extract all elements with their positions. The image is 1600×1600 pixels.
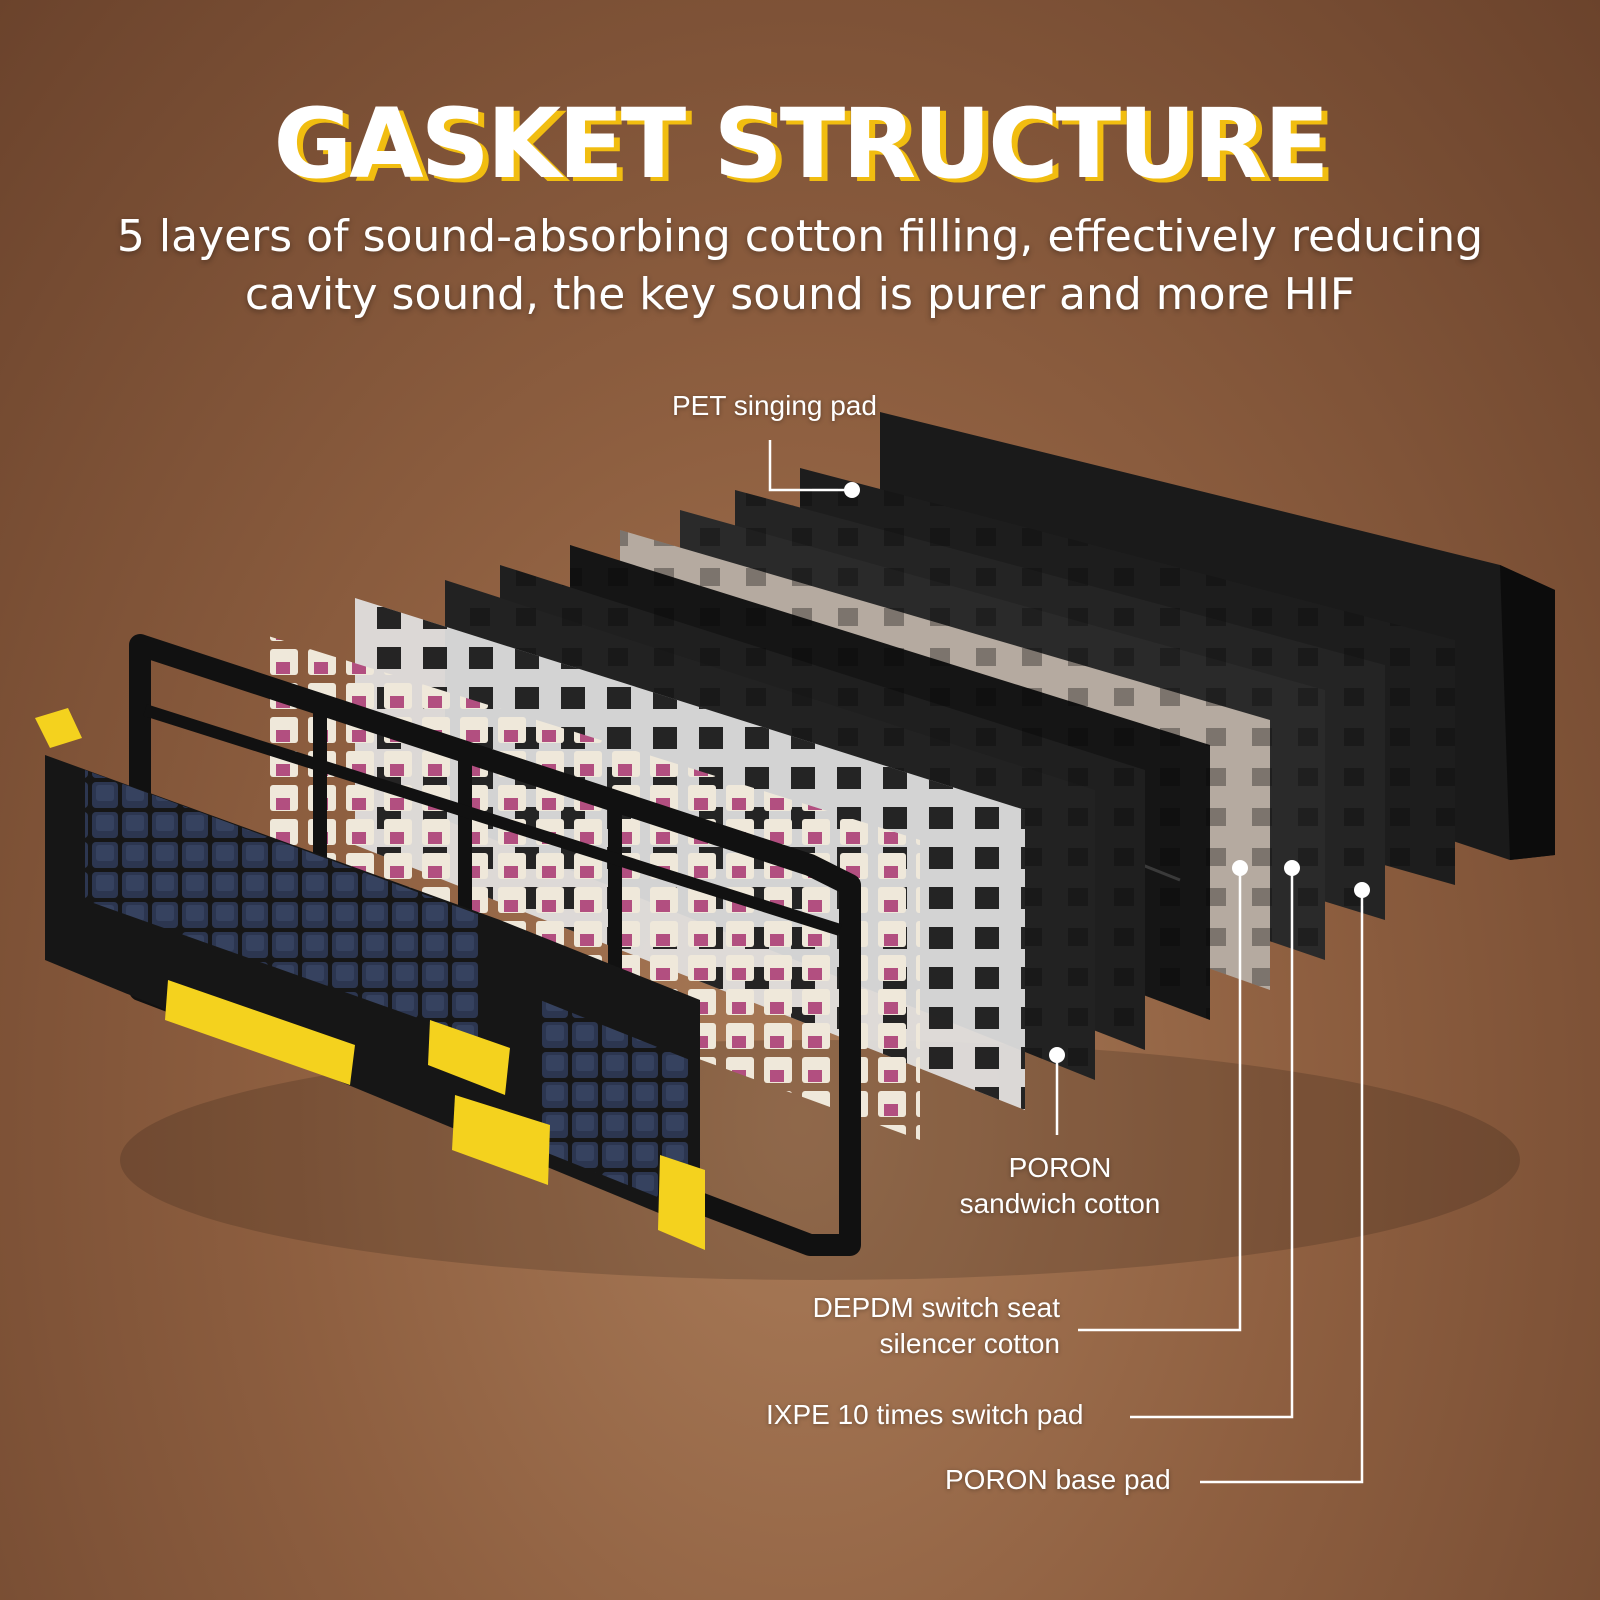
label-pet-singing-pad: PET singing pad <box>672 390 877 421</box>
yellow-enter-key <box>428 1020 510 1095</box>
subtitle-line-2: cavity sound, the key sound is purer and… <box>244 269 1356 320</box>
subtitle-line-1: 5 layers of sound-absorbing cotton filli… <box>116 211 1484 262</box>
label-depdm-line-2: silencer cotton <box>879 1328 1060 1359</box>
label-poron-sandwich-line-1: PORON <box>1008 1152 1112 1183</box>
callout-leaders <box>768 440 1364 1484</box>
callout-dots <box>844 482 1370 1063</box>
label-ixpe-switch-pad: IXPE 10 times switch pad <box>766 1399 1084 1430</box>
label-depdm-line-1: DEPDM switch seat <box>812 1292 1060 1323</box>
label-poron-sandwich-cotton: PORON sandwich cotton <box>920 1150 1200 1222</box>
headline: GASKET STRUCTURE <box>273 88 1330 200</box>
label-depdm-silencer-cotton: DEPDM switch seat silencer cotton <box>720 1290 1060 1362</box>
yellow-numpad-enter <box>658 1155 705 1250</box>
label-poron-base-pad: PORON base pad <box>945 1464 1171 1495</box>
yellow-arrow-keys <box>452 1095 550 1185</box>
label-poron-sandwich-line-2: sandwich cotton <box>959 1188 1161 1219</box>
yellow-spacebar <box>165 980 355 1085</box>
subtitle: 5 layers of sound-absorbing cotton filli… <box>0 208 1600 324</box>
switches-array <box>265 635 920 1140</box>
yellow-escape-key <box>35 708 82 748</box>
